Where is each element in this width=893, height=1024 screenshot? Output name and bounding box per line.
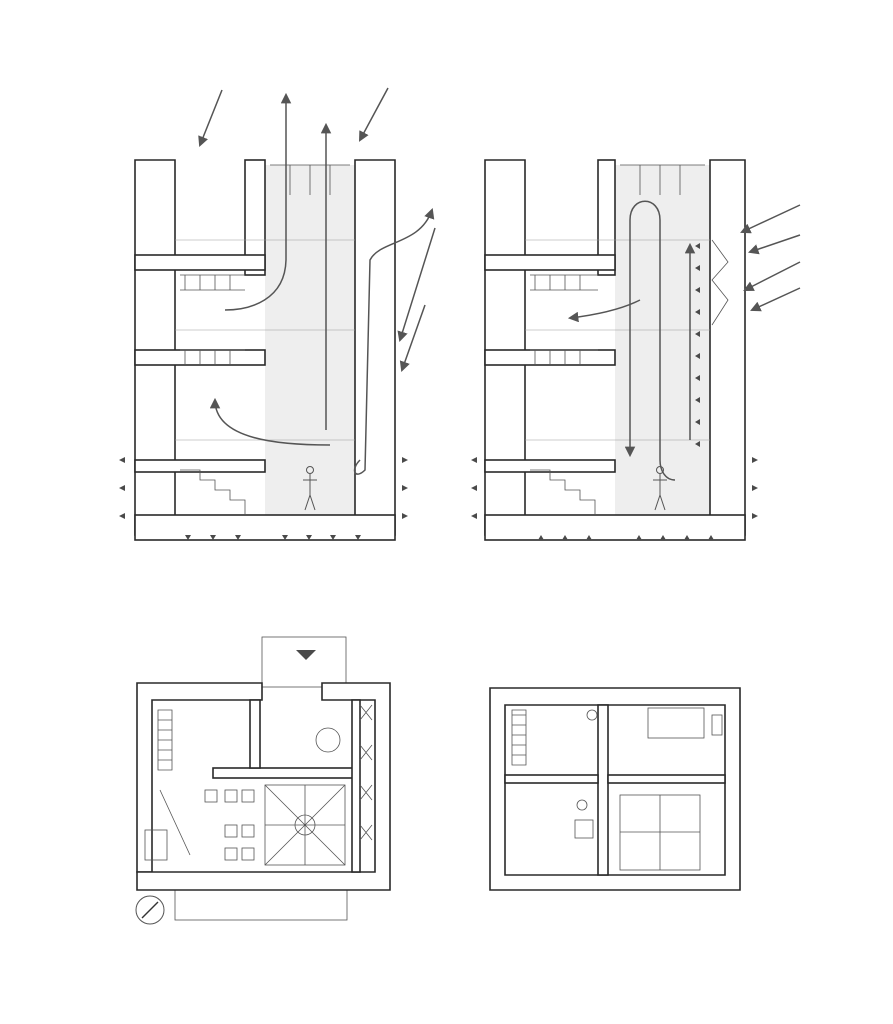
partition-mid [212, 767, 354, 779]
sun-ray-left [198, 89, 223, 147]
atrium-floor [264, 784, 346, 866]
stair [511, 709, 527, 766]
pressure-indicators [471, 457, 758, 540]
wall-bays [359, 704, 373, 841]
inner-wall-upper [244, 159, 266, 276]
partition-h2 [607, 774, 726, 784]
outer-wall-right [136, 682, 391, 891]
north-arrow-icon [135, 895, 165, 925]
entrance-porch [261, 636, 347, 688]
stair [530, 469, 596, 515]
flow-exhaust-1 [224, 92, 292, 311]
right-wall [709, 159, 746, 536]
sun-ray-4 [750, 287, 801, 312]
lamp [586, 709, 598, 721]
flow-chimney [353, 208, 435, 475]
wind-in-2 [399, 304, 426, 372]
floor-2 [484, 254, 616, 271]
skylight [620, 164, 705, 195]
desk [574, 819, 594, 839]
sun-ray-3 [743, 261, 801, 291]
outer-walls [489, 687, 741, 891]
skylight [270, 164, 350, 195]
atrium-shade [265, 165, 355, 515]
left-wall [134, 159, 176, 536]
foundation [484, 514, 746, 541]
section-summer [119, 87, 436, 541]
flow-circulation [624, 200, 676, 481]
stair [180, 469, 246, 515]
partition-v [597, 704, 609, 876]
inner-wall-upper [597, 159, 616, 276]
table [315, 727, 341, 753]
sun-ray-2 [748, 234, 801, 255]
human-figure-icon [303, 466, 317, 511]
partition-right [351, 699, 361, 873]
bed [647, 707, 705, 739]
flow-loop [209, 397, 331, 446]
bay-railings [530, 274, 598, 365]
section-winter [471, 159, 801, 541]
void-grid-lines [620, 795, 700, 870]
partition-h [504, 774, 599, 784]
partition-v [249, 699, 261, 769]
stair [157, 709, 173, 771]
pressure-indicators [119, 457, 408, 540]
wc [144, 829, 168, 861]
heat-zigzag [711, 239, 729, 326]
wc [711, 714, 723, 736]
plan-ground-floor [135, 636, 391, 925]
wind-in-1 [397, 227, 436, 343]
right-wall [354, 159, 396, 536]
human-figure-icon [653, 466, 667, 511]
entrance-arrow-icon [296, 650, 316, 660]
sun-ray-1 [740, 204, 801, 234]
floor-2 [134, 254, 266, 271]
left-wall [484, 159, 526, 536]
kitchen-units [204, 789, 255, 861]
bay-railings [180, 274, 245, 365]
flow-to-room [567, 299, 641, 323]
sun-ray-right [359, 87, 389, 142]
plan-upper-floor [489, 687, 741, 891]
lamp-2 [576, 799, 588, 811]
door-swing [159, 789, 191, 856]
foundation [134, 514, 396, 541]
